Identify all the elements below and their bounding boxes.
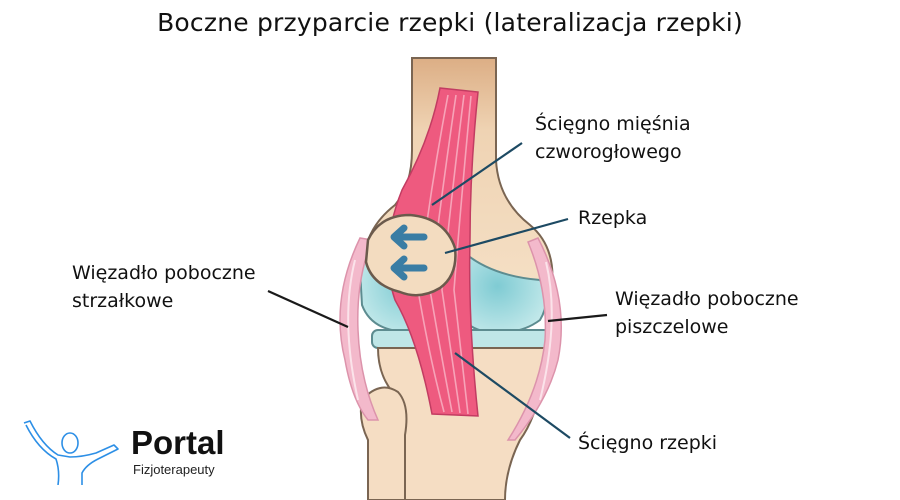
patella (364, 213, 457, 297)
pointer-lateral-collateral (267, 289, 349, 329)
label-lateral-collateral-ligament: Więzadło poboczne strzałkowe (72, 262, 256, 312)
pointer-lines (267, 142, 608, 439)
pointer-patella (444, 217, 569, 255)
label-patellar-tendon: Ścięgno rzepki (578, 432, 718, 454)
pointer-medial-collateral (547, 313, 608, 323)
lateral-collateral-ligament (339, 237, 380, 421)
diagram-title: Boczne przyparcie rzepki (lateralizacja … (157, 8, 743, 37)
label-quadriceps-tendon: Ścięgno mięśnia czworogłowego (535, 113, 691, 163)
logo-subtitle: Fizjoterapeuty (133, 462, 215, 477)
arrow-left-icon (390, 224, 428, 250)
label-medial-collateral-ligament: Więzadło poboczne piszczelowe (615, 288, 799, 338)
label-patella: Rzepka (578, 207, 648, 229)
arrow-left-icon (390, 255, 428, 281)
pointer-patellar-tendon (454, 352, 571, 439)
person-arms-raised-icon (23, 420, 119, 485)
portal-logo: Portal Fizjoterapeuty (18, 415, 248, 485)
pointer-quadriceps-tendon (431, 142, 523, 206)
logo-name: Portal (131, 424, 225, 461)
